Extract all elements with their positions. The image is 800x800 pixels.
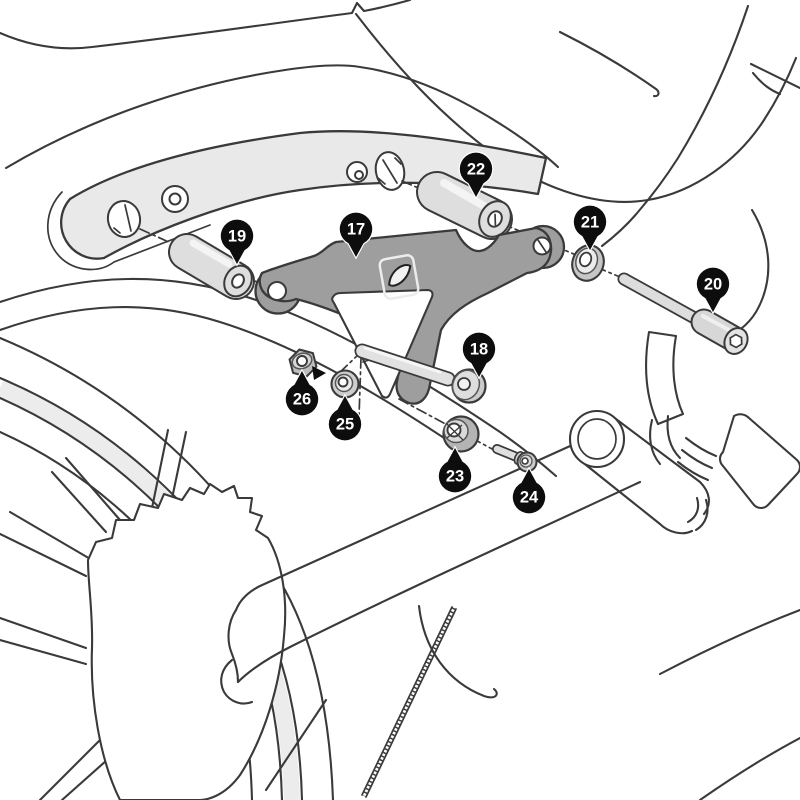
bracket-left-hole [267,281,287,301]
callout-number: 24 [520,489,539,507]
callout-number: 26 [293,391,311,409]
muffler-inner-rim [577,418,617,460]
axis-slot-vertical [358,357,362,418]
callout-pin [284,368,320,417]
callout-pin [338,211,374,260]
wheel-spokes [0,428,188,800]
callout-number: 25 [336,416,354,434]
tail-right-edge [600,4,750,248]
callout-25: 25 [327,393,363,442]
callout-pin [327,393,363,442]
nut-26 [288,348,326,380]
leaf-emblem-icon [388,264,412,287]
frame-tubes [568,330,800,535]
callout-19: 19 [219,218,255,267]
callout-22: 22 [458,151,494,200]
axis-washer-23 [398,398,495,451]
lower-right-line-2 [698,736,800,800]
rail-outer-offset-line [46,191,211,271]
washer-21-hole [578,251,593,268]
spacer-19 [168,233,255,300]
callout-pin [461,331,497,380]
spacer-22-highlight [440,179,488,210]
tail-corner-lines [749,62,800,96]
rail-hole-large-marks [377,157,402,185]
frame-tube-vertical [644,330,685,426]
washer-21 [571,244,605,282]
callout-pin [695,266,731,315]
callout-20: 20 [695,266,731,315]
callout-pin [458,151,494,200]
torque-rod [361,606,457,798]
callout-pin [437,445,473,494]
washer-25-hole [337,376,349,388]
tube-bend-lines [649,414,682,466]
callout-number: 18 [470,341,488,359]
rail-hole-small-center [354,170,364,180]
callout-number: 22 [467,161,485,179]
callout-26: 26 [284,368,320,417]
bolt-24 [492,444,538,473]
bolt-18 [354,343,487,404]
bolt-18-socket [457,377,471,391]
callout-number: 19 [228,228,246,246]
spacer-19-highlight [189,239,233,268]
muffler-tube-body [579,414,710,535]
spacer-22-slot-mark [494,213,497,226]
hugger-edge-line [0,277,558,478]
brake-line-curve [417,604,498,699]
callout-17: 17 [338,211,374,260]
bracket-plate-17 [254,224,566,405]
frame-right-curve [720,208,770,341]
fender-top-line [4,64,560,170]
callout-21: 21 [572,204,608,253]
swingarm-foot [220,658,254,705]
callout-pin [511,466,547,515]
spacer-22 [416,171,513,240]
washer-23-hole [446,422,462,438]
bolt-24-socket [521,457,529,465]
seat-line [558,30,660,98]
tail-outline [354,12,798,203]
washer-23 [442,415,480,453]
swingarm-end [227,608,240,684]
spacer-19-bore [231,273,245,289]
callout-number: 21 [581,214,599,232]
callout-24: 24 [511,466,547,515]
arrow-right-down-icon [312,366,326,380]
footrest-plate [718,413,800,510]
rail-washer-hole [168,192,182,206]
hugger-inner-line [0,306,458,448]
nut-26-hole [296,355,308,367]
tube-joint-boot [676,436,718,482]
torque-rod-hatch [362,607,456,797]
muffler-end-rings [686,496,709,532]
callout-pin [219,218,255,267]
swingarm [220,426,800,800]
bolt-20 [617,272,749,355]
upper-body-line [0,0,412,50]
bracket-triangle-cutout [331,288,434,399]
bolt-20-hex-socket [729,333,743,349]
callout-18: 18 [461,331,497,380]
swingarm-lower-edge [236,480,642,684]
callout-number: 20 [704,276,722,294]
lower-right-line-1 [658,608,800,676]
rail-hole-slotted [106,200,142,238]
washer-23-cross-marks [445,422,464,441]
rail-hole-slot-mark [113,204,132,234]
wheel-hub-cover [86,482,287,800]
callout-pin [572,204,608,253]
callout-number: 17 [347,221,365,239]
bracket-right-hole-mark [537,239,547,253]
stand-line [264,698,328,792]
callout-23: 23 [437,445,473,494]
washer-25 [330,369,360,399]
brand-logo-plate [378,254,420,300]
logo-frame [378,254,420,300]
callout-number: 23 [446,468,464,486]
rear-wheel [0,336,335,800]
